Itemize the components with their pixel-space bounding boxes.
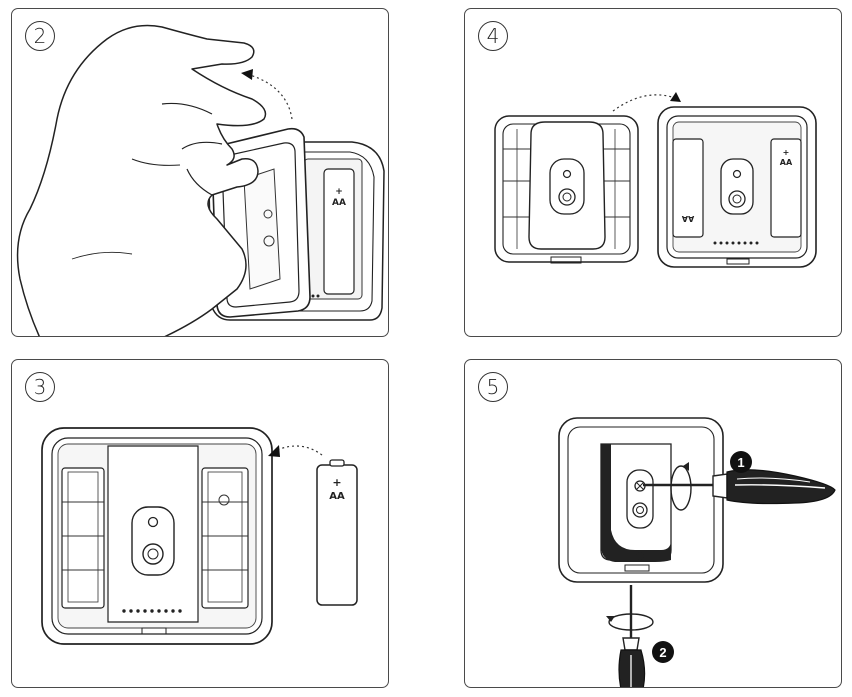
step-2-illustration: + AA — [16, 24, 385, 336]
rotation-arrow-icon — [670, 465, 692, 511]
step-3-illustration: + AA — [41, 427, 358, 645]
screwdriver-handle-2 — [618, 649, 646, 687]
rotation-arrow-icon-2 — [608, 613, 654, 631]
step-number-badge: 2 — [25, 21, 55, 51]
step-number-badge: 4 — [478, 21, 508, 51]
step-5-illustration: 1 2 — [558, 417, 836, 687]
battery-in-device — [323, 168, 355, 295]
battery-plus-symbol: + — [332, 476, 341, 489]
arrow-head-icon — [670, 92, 681, 102]
lift-arrow — [249, 74, 293, 120]
svg-text:1: 1 — [737, 455, 744, 470]
arrow-head-icon — [241, 69, 253, 80]
step-3-panel: + AA 3 — [11, 359, 389, 688]
battery-aa-label: AA — [332, 198, 346, 208]
step-2-panel: + AA 2 — [11, 8, 389, 337]
battery-terminal — [329, 459, 345, 467]
step-4-panel: + AA AA 4 — [464, 8, 842, 337]
callout-1 — [730, 451, 752, 473]
step-4-illustration: + AA AA — [494, 92, 817, 268]
battery-plus-symbol: + — [335, 187, 343, 197]
move-arrow — [612, 94, 673, 112]
step-number-badge: 3 — [25, 372, 55, 402]
battery-aa-label-inverted: AA — [681, 214, 694, 223]
step-5-panel: 1 2 5 — [464, 359, 842, 688]
battery-aa-label: AA — [780, 158, 793, 167]
step-number-badge: 5 — [478, 372, 508, 402]
battery-aa-label: AA — [329, 491, 345, 502]
battery-plus-symbol: + — [783, 148, 790, 157]
arrow-head-icon — [268, 445, 280, 457]
callout-2 — [652, 641, 674, 663]
svg-text:2: 2 — [659, 645, 666, 660]
remove-arrow — [276, 445, 323, 456]
hand — [16, 24, 267, 336]
screwdriver-handle — [726, 469, 836, 505]
